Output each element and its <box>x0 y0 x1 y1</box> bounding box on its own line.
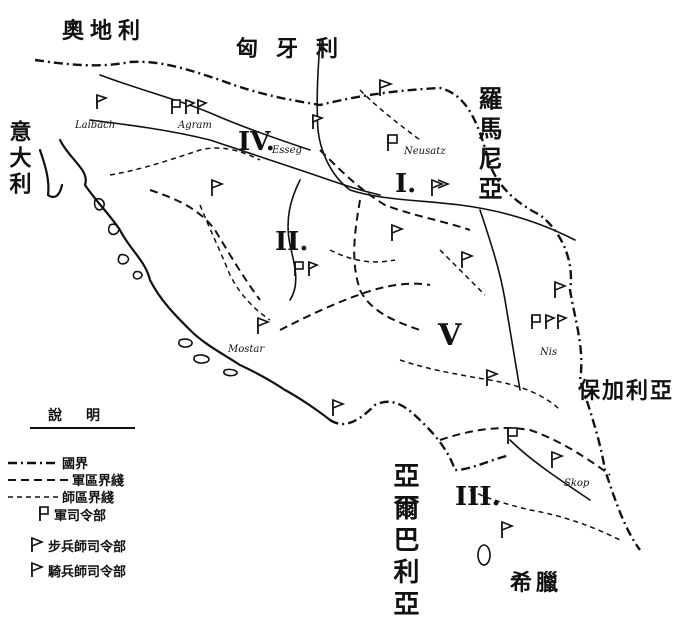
army-hq-icon <box>531 313 568 329</box>
division-line <box>329 249 396 263</box>
adriatic-coastline <box>58 138 332 422</box>
infantry-hq-icon <box>486 368 500 386</box>
southern-border <box>329 400 511 472</box>
cavalry-hq-icon <box>431 178 451 196</box>
legend-army-hq-icon <box>39 506 49 521</box>
division-line <box>399 359 561 411</box>
country-label-albania: 亞爾巴利亞 <box>389 462 420 622</box>
army-hq-icon <box>294 260 319 276</box>
island <box>132 270 143 280</box>
legend-label-army: 軍區界綫 <box>72 473 124 489</box>
infantry-hq-icon <box>379 78 394 96</box>
infantry-hq-icon <box>211 178 225 196</box>
army-number-2: II. <box>275 227 308 257</box>
lake <box>477 544 491 566</box>
river-drava <box>99 74 311 151</box>
army-district-line <box>319 149 471 231</box>
country-label-romania: 羅馬尼亞 <box>474 86 502 206</box>
country-label-hungary: 匈牙利 <box>236 37 356 62</box>
city-label-agram: Agram <box>177 120 212 131</box>
country-label-italy: 意大利 <box>6 119 32 198</box>
army-district-line <box>149 189 261 301</box>
country-label-bulgaria: 保加利亞 <box>577 379 674 404</box>
river-drina <box>287 179 301 301</box>
island <box>117 253 130 265</box>
division-line <box>439 249 486 296</box>
city-label-laibach: Laibach <box>74 120 115 131</box>
infantry-hq-icon <box>96 93 109 109</box>
legend-label-infantry-hq: 步兵師司令部 <box>48 539 126 555</box>
division-line <box>469 489 621 541</box>
infantry-hq-icon <box>391 223 405 241</box>
army-district-line <box>439 427 611 476</box>
army-number-5: V <box>437 318 462 353</box>
infantry-hq-icon <box>554 280 568 298</box>
army-number-4: IV. <box>238 127 275 157</box>
infantry-hq-icon <box>257 316 271 334</box>
city-label-nis: Nis <box>539 347 557 358</box>
infantry-hq-icon <box>332 398 346 416</box>
island <box>93 197 105 211</box>
army-hq-icon <box>507 427 518 444</box>
city-label-skop: Skop <box>564 478 590 489</box>
legend-cavalry-hq-icon <box>31 561 45 577</box>
legend-infantry-hq-icon <box>31 536 45 552</box>
legend-label-division: 師區界綫 <box>62 490 114 506</box>
country-label-austria: 奧地利 <box>62 18 146 44</box>
national-border <box>34 58 641 551</box>
river-sava <box>89 119 381 196</box>
city-label-neusatz: Neusatz <box>403 146 446 157</box>
division-line <box>359 89 421 141</box>
legend-label-army-hq: 軍司令部 <box>54 508 106 524</box>
island <box>107 223 120 236</box>
city-label-esseg: Esseg <box>271 145 302 156</box>
legend-title: 說明 <box>48 407 124 424</box>
army-number-1: I. <box>395 169 416 199</box>
army-hq-icon <box>387 134 398 151</box>
country-label-greece: 希臘 <box>510 570 562 596</box>
island <box>193 354 210 364</box>
river-vardar <box>509 439 591 501</box>
infantry-hq-icon <box>501 520 515 538</box>
division-line <box>109 147 261 176</box>
legend: 說明 國界 軍區界綫 師區界綫 軍司令部 步兵師司令部 騎兵師司令部 <box>8 407 135 580</box>
river-danube <box>316 39 576 241</box>
division-line <box>199 204 271 321</box>
infantry-hq-icon <box>312 113 325 129</box>
army-district-line <box>279 282 431 331</box>
army-district-line <box>353 199 421 331</box>
city-label-mostar: Mostar <box>227 344 265 355</box>
island <box>223 368 238 377</box>
istria-coast <box>38 148 64 199</box>
island <box>178 338 193 348</box>
infantry-hq-icon <box>551 450 565 468</box>
infantry-hq-icon <box>461 250 475 268</box>
legend-label-border: 國界 <box>62 456 88 472</box>
river-morava <box>479 209 521 391</box>
army-hq-icon <box>171 98 208 114</box>
legend-label-cavalry-hq: 騎兵師司令部 <box>48 564 126 580</box>
army-number-3: III. <box>455 482 501 512</box>
